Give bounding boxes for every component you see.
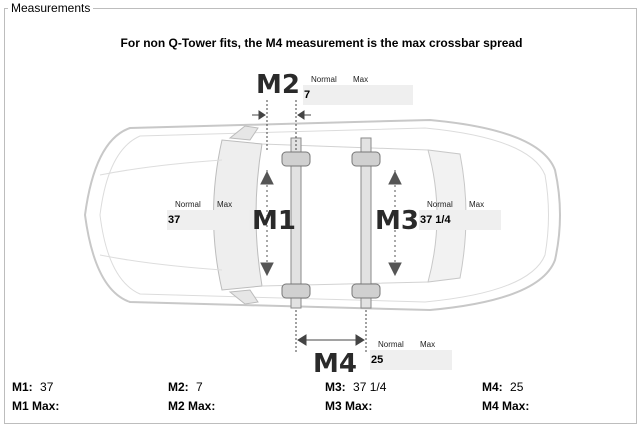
- measurement-heading: For non Q-Tower fits, the M4 measurement…: [120, 36, 523, 50]
- fieldset-legend: Measurements: [8, 1, 94, 15]
- m3-normal-field[interactable]: 37 1/4: [419, 210, 501, 230]
- m4-dimension: [295, 310, 367, 352]
- m4-max-summary: M4 Max:: [482, 399, 529, 413]
- m3-max-header: Max: [469, 200, 485, 209]
- m2-summary-value: 7: [196, 380, 203, 394]
- m4-summary-label: M4:: [482, 380, 503, 394]
- m1-max-summary: M1 Max:: [12, 399, 59, 413]
- m3-summary-label: M3:: [325, 380, 346, 394]
- rear-crossbar: [351, 137, 381, 309]
- m1-summary-label: M1:: [12, 380, 33, 394]
- m1-max-header: Max: [217, 200, 233, 209]
- front-crossbar: [281, 137, 311, 309]
- m2-normal-header: Normal: [311, 75, 337, 84]
- car-body-inner: [99, 127, 549, 303]
- measurements-fieldset: [4, 8, 637, 424]
- m2-max-summary: M2 Max:: [168, 399, 215, 413]
- m4-max-header: Max: [420, 340, 436, 349]
- m1-max-label: M1 Max:: [12, 399, 60, 413]
- m2-label: M2: [256, 70, 300, 100]
- m2-measure-group: Normal Max 7: [303, 75, 413, 111]
- m3-label: M3: [375, 206, 419, 236]
- m2-summary-label: M2:: [168, 380, 189, 394]
- m3-dimension: [388, 170, 402, 277]
- m4-normal-header: Normal: [378, 340, 404, 349]
- m4-label: M4: [313, 349, 357, 379]
- m1-normal-header: Normal: [175, 200, 201, 209]
- m1-dimension: [260, 170, 274, 277]
- m1-measure-group: Normal Max 37: [167, 200, 249, 236]
- m4-summary-value: 25: [510, 380, 524, 394]
- m1-label: M1: [252, 206, 296, 236]
- m4-measure-group: Normal Max 25: [370, 340, 452, 376]
- m3-measure-group: Normal Max 37 1/4: [419, 200, 501, 236]
- m3-max-label: M3 Max:: [325, 399, 373, 413]
- car-body-outline: [83, 118, 561, 312]
- m2-max-header: Max: [353, 75, 369, 84]
- m3-max-summary: M3 Max:: [325, 399, 372, 413]
- m2-dimension: [252, 100, 311, 150]
- m1-summary: M1: 37: [12, 380, 53, 394]
- m3-summary: M3: 37 1/4: [325, 380, 386, 394]
- m1-summary-value: 37: [40, 380, 54, 394]
- m3-normal-header: Normal: [427, 200, 453, 209]
- m4-normal-field[interactable]: 25: [370, 350, 452, 370]
- m4-summary: M4: 25: [482, 380, 523, 394]
- m1-normal-field[interactable]: 37: [167, 210, 249, 230]
- m2-max-label: M2 Max:: [168, 399, 216, 413]
- m4-max-label: M4 Max:: [482, 399, 530, 413]
- m3-summary-value: 37 1/4: [353, 380, 387, 394]
- m2-summary: M2: 7: [168, 380, 203, 394]
- m2-normal-field[interactable]: 7: [303, 85, 413, 105]
